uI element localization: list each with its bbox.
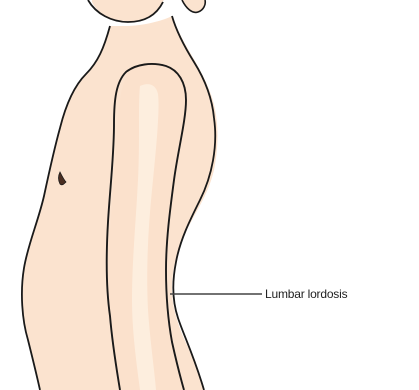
head-outline [92,0,164,21]
ear-outline [182,0,205,12]
callout-label-lumbar-lordosis: Lumbar lordosis [265,287,347,301]
